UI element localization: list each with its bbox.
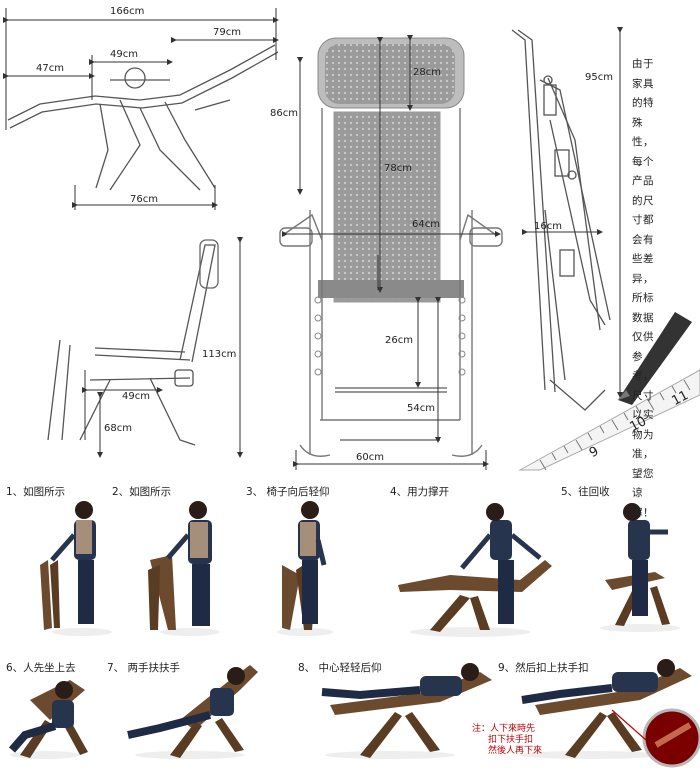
dim-upright-height: 113cm	[202, 349, 237, 360]
step-label-9: 9、然后扣上扶手扣	[498, 662, 589, 674]
dim-back: 78cm	[384, 163, 412, 174]
step-label-4: 4、用力撑开	[390, 486, 450, 498]
step-label-2: 2、如图所示	[112, 486, 172, 498]
step2-photo	[148, 501, 220, 636]
dim-seat-height: 54cm	[407, 403, 435, 414]
front-chair-drawing	[279, 37, 503, 457]
step-label-6: 6、人先坐上去	[6, 662, 76, 674]
dim-base-length: 76cm	[130, 194, 158, 205]
step6-photo	[8, 680, 88, 759]
step-label-5: 5、往回收	[561, 486, 610, 498]
dim-seat-to-arm: 26cm	[385, 335, 413, 346]
step-label-7: 7、 两手扶扶手	[107, 662, 181, 674]
step9-photo	[520, 659, 700, 768]
step1-photo	[40, 501, 112, 636]
disclaimer-note: 由于家具的特殊性，每个产品的尺寸都会有些差异，所标数据仅供参考，尺寸以实物为准，…	[632, 58, 654, 519]
step3-photo	[277, 501, 333, 636]
dim-armrest-width: 64cm	[412, 219, 440, 230]
dim-leg-height: 68cm	[104, 423, 132, 434]
dim-headrest: 28cm	[413, 67, 441, 78]
step-photos	[8, 501, 700, 768]
dim-foot-length: 47cm	[36, 63, 64, 74]
step5-photo	[600, 503, 680, 632]
step8-photo	[321, 663, 492, 759]
step-label-8: 8、 中心轻轻后仰	[298, 662, 382, 674]
dim-seat-length: 49cm	[110, 49, 138, 60]
warning-line-1: 注：人下來時先	[472, 724, 536, 734]
dim-folded-thickness: 16cm	[534, 221, 562, 232]
dim-folded-length: 95cm	[585, 72, 613, 83]
warning-line-3: 然後人再下來	[488, 746, 543, 756]
step-label-1: 1、如图所示	[6, 486, 66, 498]
dim-total-length: 166cm	[110, 6, 145, 17]
ruler-drawing	[518, 312, 700, 471]
step-label-3: 3、 椅子向后轻仰	[246, 486, 330, 498]
reclined-chair-drawing	[7, 44, 279, 191]
dim-base-width: 60cm	[356, 452, 384, 463]
dim-seat-depth: 49cm	[122, 391, 150, 402]
step7-photo	[127, 665, 258, 759]
folded-chair-drawing	[511, 29, 611, 411]
upright-chair-drawing	[47, 239, 219, 446]
step4-photo	[398, 503, 552, 637]
dim-recline-height: 86cm	[270, 108, 298, 119]
warning-line-2: 扣下扶手扣	[488, 735, 534, 745]
dim-back-length: 79cm	[213, 27, 241, 38]
